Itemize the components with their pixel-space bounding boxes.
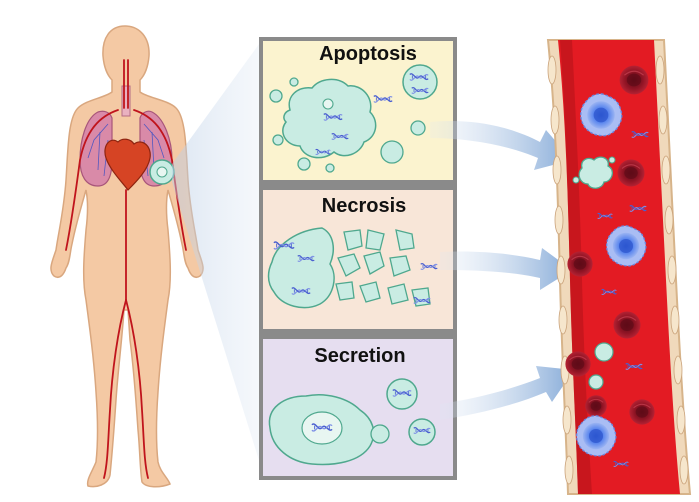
red-blood-cell-icon — [584, 394, 608, 418]
apoptosis-panel: Apoptosis — [263, 41, 453, 180]
vesicle-icon — [588, 374, 604, 390]
red-blood-cell-icon — [564, 350, 592, 378]
blood-vessel-icon — [546, 39, 692, 495]
apoptotic-body — [380, 140, 404, 164]
white-blood-cell-icon — [580, 93, 623, 137]
release-arrows — [430, 120, 574, 420]
arrow-icon — [440, 366, 574, 420]
arrow-icon — [430, 120, 572, 170]
apoptotic-cell — [282, 78, 377, 159]
vessel-lumen — [558, 40, 680, 494]
human-body-icon — [50, 25, 204, 488]
vesicle-icon — [386, 378, 418, 410]
apoptosis-title: Apoptosis — [319, 43, 417, 65]
necrosis-panel: Necrosis — [263, 190, 453, 329]
arrow-icon — [440, 248, 572, 290]
cell-fragments — [335, 229, 431, 307]
red-blood-cell-icon — [616, 158, 646, 188]
apoptotic-body — [325, 163, 335, 173]
vesicle-icon — [594, 342, 614, 362]
endothelial-cells — [547, 55, 689, 485]
red-blood-cell-icon — [566, 250, 594, 278]
artery-lines — [65, 59, 187, 479]
red-blood-cell-icon — [628, 398, 656, 426]
red-blood-cell-icon — [612, 310, 642, 340]
necrosis-title: Necrosis — [322, 195, 407, 217]
vesicle-icon — [402, 64, 438, 100]
vesicle-icon — [408, 418, 436, 446]
vesicle-icon — [370, 424, 390, 444]
secretion-panel: Secretion — [263, 339, 453, 476]
necrotic-cell — [267, 227, 335, 309]
apoptotic-body — [269, 89, 283, 103]
white-blood-cell-icon — [605, 225, 647, 267]
secretion-title: Secretion — [314, 345, 405, 367]
apoptotic-body — [297, 157, 311, 171]
red-blood-cell-icon — [618, 64, 650, 96]
projection-funnel — [172, 40, 262, 470]
apoptotic-body — [322, 98, 334, 110]
white-blood-cell-icon — [575, 415, 617, 457]
apoptotic-body — [410, 120, 426, 136]
circulating-apoptotic-cell — [572, 156, 616, 189]
heart-icon — [104, 138, 151, 191]
apoptotic-body — [289, 77, 299, 87]
trachea — [121, 85, 131, 117]
apoptotic-body — [272, 134, 284, 146]
